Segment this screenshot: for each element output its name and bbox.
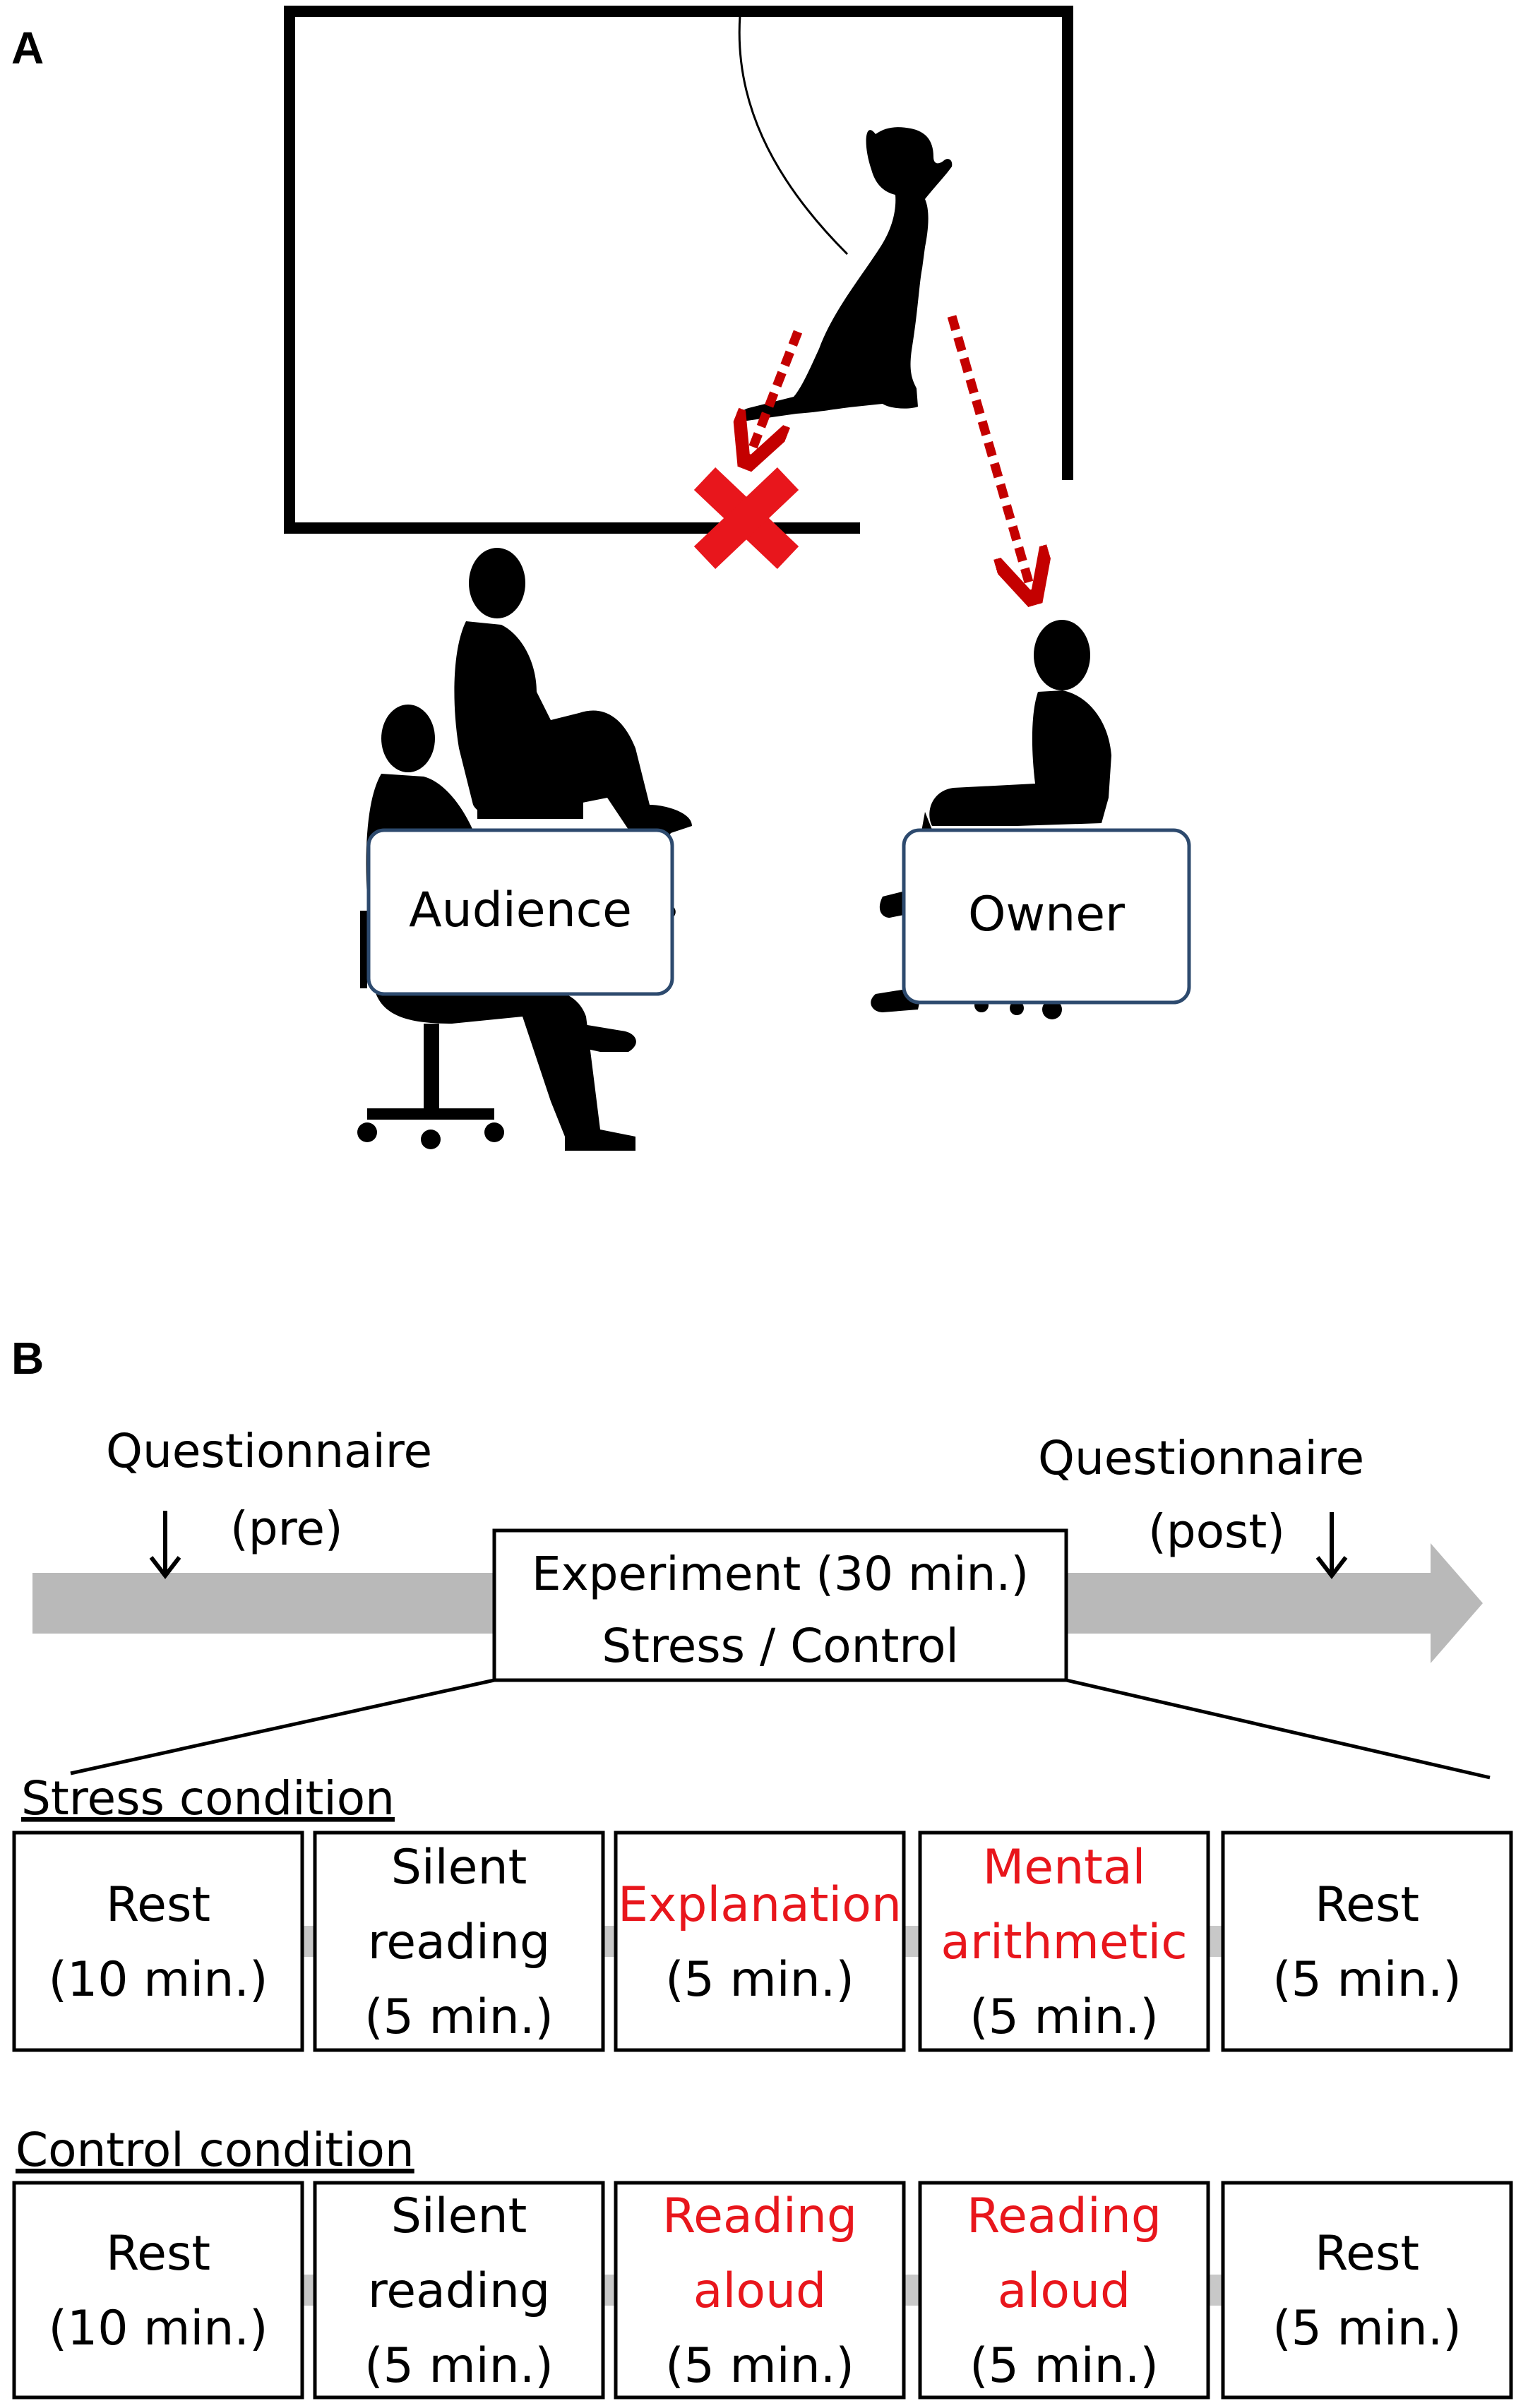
panel-b-label: B (11, 1333, 44, 1384)
stress-step-text: Mental (983, 1840, 1146, 1895)
pre-down-arrow-icon (149, 1511, 181, 1579)
control-step-box (12, 2181, 304, 2400)
stress-connector (302, 1926, 315, 1957)
control-step-text: (5 min.) (969, 2338, 1159, 2394)
owner-label: Owner (968, 887, 1125, 942)
stress-step-box (1221, 1831, 1513, 2052)
stress-step-text: reading (368, 1915, 550, 1970)
control-step-4: Reading aloud (5 min.) (918, 2181, 1210, 2400)
arrow-to-owner (947, 315, 1032, 594)
control-step-box (614, 2181, 906, 2400)
audience-label-box: Audience (366, 828, 674, 996)
control-step-5: Rest (5 min.) (1221, 2181, 1513, 2400)
stress-step-3: Explanation (5 min.) (614, 1831, 906, 2052)
stress-connector (603, 1926, 616, 1957)
control-condition-title: Control condition (16, 2123, 414, 2177)
control-step-text: aloud (693, 2263, 826, 2319)
leash-line (738, 15, 849, 256)
stress-step-text: (10 min.) (48, 1952, 268, 2008)
control-step-box (313, 2181, 605, 2400)
audience-label: Audience (409, 882, 632, 938)
stress-step-4: Mental arithmetic (5 min.) (918, 1831, 1210, 2052)
stress-step-1: Rest (10 min.) (12, 1831, 304, 2052)
control-step-text: Reading (967, 2188, 1162, 2244)
control-step-text: (5 min.) (1272, 2301, 1462, 2356)
control-step-text: Rest (106, 2226, 210, 2282)
control-step-text: (5 min.) (665, 2338, 854, 2394)
stress-step-text: Silent (391, 1840, 527, 1895)
stress-condition-title: Stress condition (21, 1771, 395, 1826)
red-x-icon (693, 467, 799, 569)
control-step-box (918, 2181, 1210, 2400)
post-questionnaire-sublabel: (post) (1148, 1504, 1285, 1559)
stress-step-5: Rest (5 min.) (1221, 1831, 1513, 2052)
owner-label-box: Owner (902, 828, 1191, 1005)
control-step-text: Rest (1315, 2226, 1419, 2282)
stress-step-box (12, 1831, 304, 2052)
panel-a-label: A (11, 23, 44, 73)
stress-step-box (918, 1831, 1210, 2052)
stress-step-text: (5 min.) (665, 1952, 854, 2008)
stress-step-text: Rest (1315, 1877, 1419, 1933)
control-step-3: Reading aloud (5 min.) (614, 2181, 906, 2400)
control-step-text: Silent (391, 2188, 527, 2244)
stress-step-box (313, 1831, 605, 2052)
pre-questionnaire-sublabel: (pre) (230, 1502, 343, 1556)
control-connector (904, 2275, 920, 2306)
zoom-lines (70, 1678, 1491, 1780)
experiment-title: Experiment (30 min.) (532, 1547, 1029, 1601)
control-connector (1208, 2275, 1223, 2306)
control-step-text: (10 min.) (48, 2301, 268, 2356)
control-step-text: reading (368, 2263, 550, 2319)
stress-step-box (614, 1831, 906, 2052)
control-connector (302, 2275, 315, 2306)
stress-step-text: Rest (106, 1877, 210, 1933)
control-step-box (1221, 2181, 1513, 2400)
experiment-subtitle: Stress / Control (602, 1619, 959, 1673)
dog-silhouette-icon (740, 127, 953, 421)
experiment-box: Experiment (30 min.) Stress / Control (492, 1528, 1068, 1682)
stress-step-text: arithmetic (941, 1915, 1187, 1970)
control-step-1: Rest (10 min.) (12, 2181, 304, 2400)
control-step-2: Silent reading (5 min.) (313, 2181, 605, 2400)
stress-connector (1208, 1926, 1223, 1957)
post-questionnaire-label: Questionnaire (1038, 1431, 1364, 1485)
arrow-to-audience (748, 330, 803, 459)
stress-step-text: (5 min.) (1272, 1952, 1462, 2008)
stress-step-text: Explanation (618, 1877, 902, 1933)
control-step-text: aloud (998, 2263, 1130, 2319)
control-connector (603, 2275, 616, 2306)
stress-step-text: (5 min.) (969, 1989, 1159, 2045)
stress-step-text: (5 min.) (364, 1989, 554, 2045)
stress-connector (904, 1926, 920, 1957)
control-step-text: Reading (662, 2188, 857, 2244)
pre-questionnaire-label: Questionnaire (106, 1424, 432, 1478)
control-step-text: (5 min.) (364, 2338, 554, 2394)
stress-step-2: Silent reading (5 min.) (313, 1831, 605, 2052)
post-down-arrow-icon (1315, 1512, 1348, 1579)
room-walls (284, 6, 1073, 534)
